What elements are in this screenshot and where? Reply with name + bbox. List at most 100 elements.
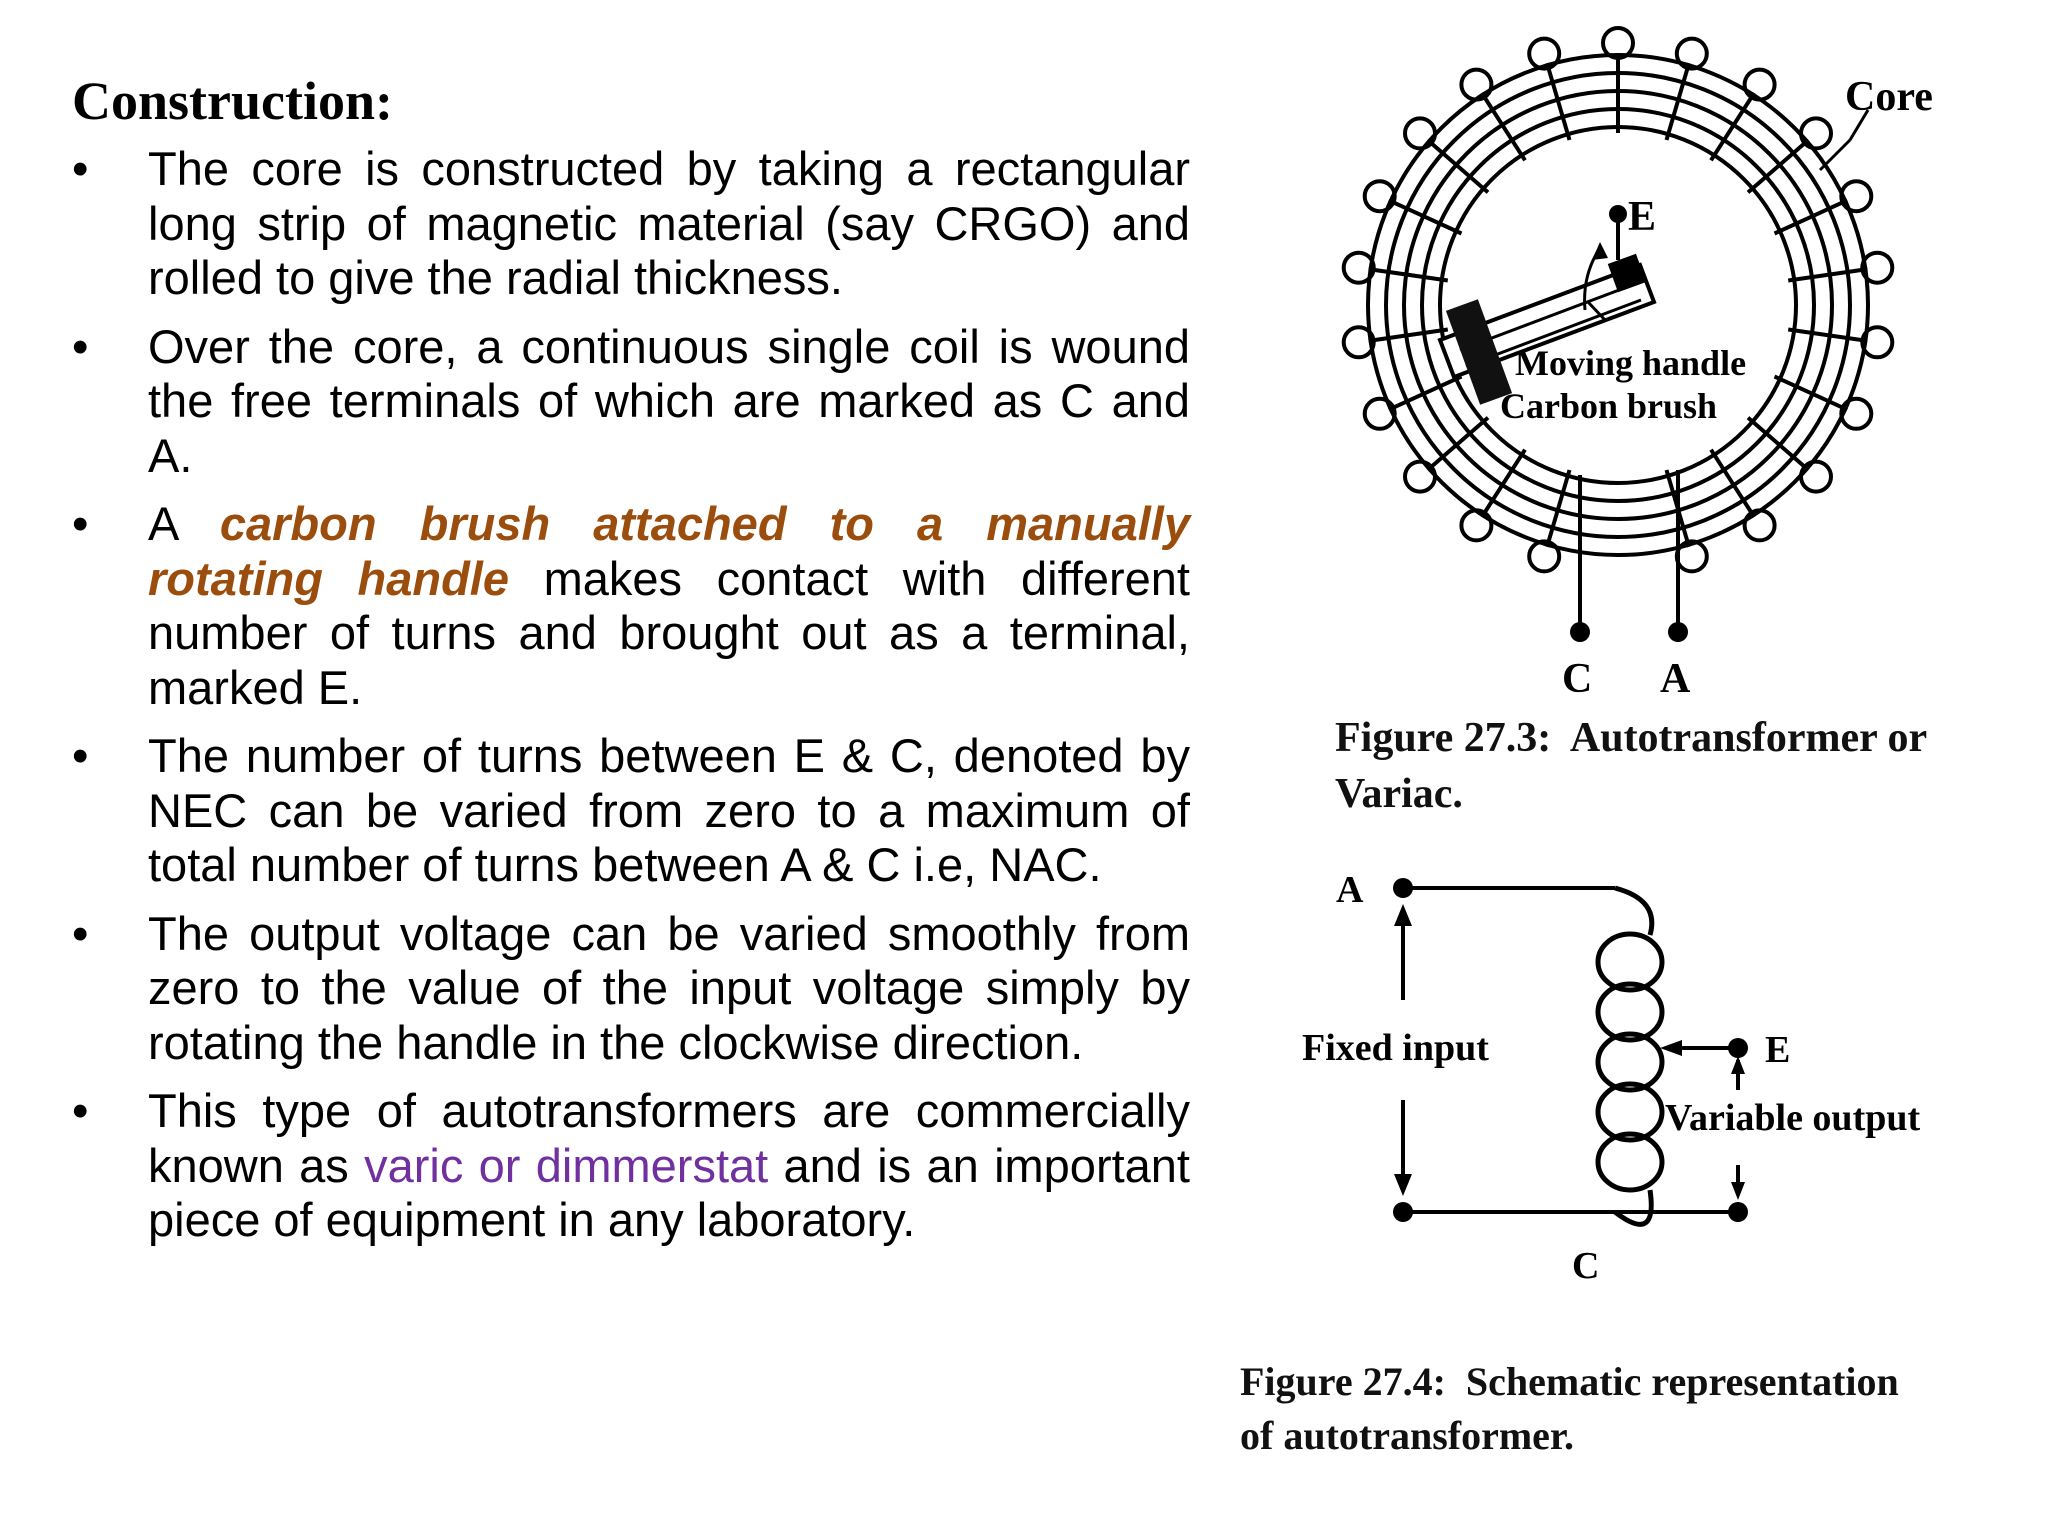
- variable-output-label: Variable output: [1665, 1097, 1920, 1139]
- winding-turn: [1362, 179, 1397, 214]
- core-label: Core: [1845, 74, 1933, 120]
- bullet-item: • The output voltage can be varied smoot…: [72, 907, 1190, 1071]
- core-leader-line: [1848, 109, 1870, 141]
- handle-pointer: [1586, 300, 1607, 322]
- bullet-text-rest: and is an important piece of equipment i…: [148, 1138, 1190, 1247]
- e-label: E: [1765, 1029, 1790, 1071]
- a-terminal-dot: [1668, 622, 1688, 642]
- bullet-text: The core is constructed by taking a rect…: [148, 142, 1190, 304]
- bullet-list: • The core is constructed by taking a re…: [72, 142, 1190, 1262]
- winding-spoke: [1709, 91, 1756, 162]
- winding-turn: [1527, 36, 1562, 71]
- winding-spoke: [1426, 416, 1490, 472]
- bullet-item: • The number of turns between E & C, den…: [72, 729, 1190, 893]
- caption-line: of autotransformer.: [1240, 1413, 1575, 1458]
- tap-arrowhead: [1660, 1040, 1682, 1056]
- carbon-brush-label: Carbon brush: [1500, 386, 1717, 426]
- winding-turn: [1403, 116, 1437, 151]
- variac-figure: Core E Moving handle Carbon brush C A: [1300, 20, 2040, 740]
- winding-spoke: [1709, 448, 1756, 519]
- bullet-text: The output voltage can be varied smoothl…: [148, 906, 1190, 1069]
- bullet-text: The number of turns between E & C, denot…: [148, 729, 1190, 891]
- winding-turn: [1860, 250, 1895, 285]
- rotation-arrowhead: [1592, 242, 1608, 260]
- core-leader-line: [1818, 138, 1852, 172]
- caption-line: Figure 27.4: Schematic representation: [1240, 1359, 1899, 1404]
- winding-turn: [1799, 116, 1833, 151]
- winding-turn: [1839, 396, 1874, 431]
- bullet-text: Over the core, a continuous single coil …: [148, 319, 1190, 482]
- schematic-figure: A C Fixed input E Variabl: [1290, 860, 2010, 1300]
- winding-spoke: [1545, 62, 1572, 141]
- bullet-icon: •: [72, 1084, 89, 1137]
- bullet-icon: •: [72, 729, 89, 782]
- c-label: C: [1562, 656, 1592, 702]
- arrowhead-up: [1394, 904, 1412, 926]
- a-label: A: [1336, 869, 1364, 911]
- winding-turn: [1341, 325, 1376, 360]
- winding-turn: [1674, 36, 1709, 71]
- winding-spoke: [1787, 327, 1868, 343]
- winding-spoke: [1773, 374, 1849, 412]
- bullet-item: • The core is constructed by taking a re…: [72, 142, 1190, 306]
- bullet-icon: •: [72, 142, 89, 195]
- a-label: A: [1660, 656, 1691, 702]
- fixed-input-label: Fixed input: [1302, 1027, 1489, 1069]
- winding-turn: [1527, 539, 1562, 574]
- bullet-item: • A carbon brush attached to a manually …: [72, 497, 1190, 715]
- winding-turn: [1459, 508, 1494, 543]
- winding-spoke: [1746, 416, 1810, 472]
- arrowhead-down: [1731, 1182, 1745, 1200]
- winding-spoke: [1480, 91, 1527, 162]
- slide-heading: Construction:: [72, 71, 393, 131]
- bullet-text-rest: makes contact with different number of t…: [148, 551, 1190, 714]
- caption-line: Variac.: [1335, 771, 1463, 817]
- e-label: E: [1628, 194, 1656, 240]
- bullet-highlight: carbon brush attached to a manually rota…: [148, 497, 1190, 605]
- winding-turn: [1742, 508, 1777, 543]
- c-label: C: [1572, 1245, 1599, 1287]
- coil-winding: [1595, 885, 1665, 1227]
- winding-spoke: [1664, 62, 1691, 141]
- bullet-highlight: varic or dimmerstat: [364, 1138, 769, 1192]
- winding-spoke: [1746, 138, 1810, 194]
- bullet-icon: •: [72, 906, 89, 960]
- winding-turn: [1341, 250, 1376, 285]
- winding-spoke: [1387, 374, 1463, 412]
- schematic-diagram: A C Fixed input E Variabl: [1302, 869, 1920, 1287]
- winding-turn: [1799, 459, 1833, 494]
- winding-spoke: [1545, 469, 1572, 548]
- e-node-dot: [1728, 1038, 1748, 1058]
- bullet-icon: •: [72, 319, 89, 373]
- bullet-icon: •: [72, 497, 89, 550]
- moving-handle-label: Moving handle: [1515, 343, 1746, 383]
- winding-spoke: [1368, 267, 1449, 283]
- bullet-item: • This type of autotransformers are comm…: [72, 1084, 1190, 1248]
- winding-turn: [1742, 67, 1777, 102]
- winding-spoke: [1480, 448, 1527, 519]
- bullet-text-lead: A: [148, 497, 220, 550]
- bullet-text-lead: This type of autotransformers are commer…: [148, 1084, 1190, 1192]
- winding-turn: [1403, 459, 1437, 494]
- variac-diagram: Core E Moving handle Carbon brush C A: [1341, 26, 1933, 702]
- winding-turn: [1839, 179, 1874, 214]
- winding-spokes: [1368, 53, 1868, 548]
- arrowhead-down: [1394, 1174, 1412, 1196]
- winding-spoke: [1426, 138, 1490, 194]
- arrowhead-up: [1731, 1056, 1745, 1074]
- winding-spoke: [1387, 198, 1463, 236]
- carbon-brush-block: [1445, 299, 1513, 405]
- bullet-item: • Over the core, a continuous single coi…: [72, 320, 1190, 484]
- c-node-dot-right: [1728, 1202, 1748, 1222]
- c-terminal-dot: [1570, 622, 1590, 642]
- winding-turn: [1362, 396, 1397, 431]
- winding-spoke: [1773, 198, 1849, 236]
- winding-turns: [1341, 26, 1895, 574]
- winding-turn: [1459, 67, 1494, 102]
- e-terminal-dot: [1609, 205, 1627, 223]
- winding-spoke: [1787, 267, 1868, 283]
- winding-spoke: [1368, 327, 1449, 343]
- caption-line: Figure 27.3: Autotransformer or: [1335, 715, 1928, 761]
- figure-27-3-caption: Figure 27.3: Autotransformer or Variac.: [1335, 710, 2035, 822]
- winding-turn: [1860, 325, 1895, 360]
